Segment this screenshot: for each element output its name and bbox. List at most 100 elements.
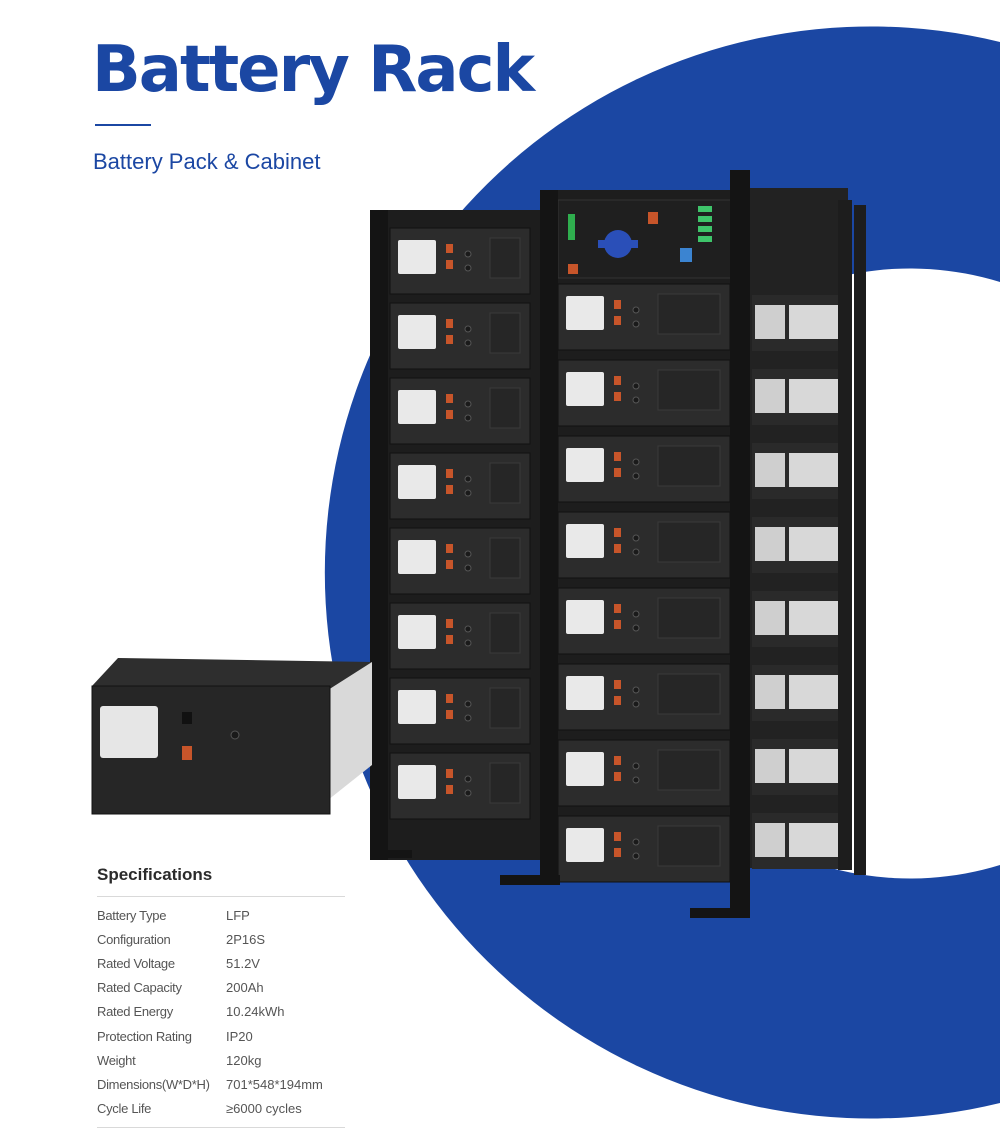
terminal-negative xyxy=(614,468,621,477)
module-cover xyxy=(489,237,521,279)
module-label-plate xyxy=(566,676,604,710)
module-connector xyxy=(464,400,472,408)
module-cover xyxy=(489,312,521,354)
side-module-face xyxy=(755,527,785,561)
rack-post xyxy=(730,170,750,915)
module-cover xyxy=(489,612,521,654)
title-underline xyxy=(95,124,151,126)
pack-label-plate xyxy=(100,706,158,758)
module-connector xyxy=(632,320,640,328)
module-connector xyxy=(464,789,472,797)
terminal-negative xyxy=(614,316,621,325)
battery-module xyxy=(557,435,731,503)
module-label-plate xyxy=(398,615,436,649)
module-connector xyxy=(464,639,472,647)
module-connector xyxy=(632,306,640,314)
terminal-negative xyxy=(446,485,453,494)
terminal-positive xyxy=(614,756,621,765)
module-connector xyxy=(632,776,640,784)
spec-value: 200Ah xyxy=(226,980,264,996)
module-label-plate xyxy=(398,540,436,574)
module-connector xyxy=(632,396,640,404)
panel-terminal xyxy=(568,264,578,274)
module-connector xyxy=(632,624,640,632)
spec-label: Configuration xyxy=(97,931,171,947)
module-connector xyxy=(464,625,472,633)
spec-label: Rated Capacity xyxy=(97,980,182,996)
pack-connector xyxy=(230,730,240,740)
spec-row: Dimensions(W*D*H) 701*548*194mm xyxy=(97,1072,345,1096)
pack-top xyxy=(92,658,372,690)
terminal-positive xyxy=(614,680,621,689)
rack-post xyxy=(370,210,388,860)
port-indicator xyxy=(698,206,712,212)
module-label-plate xyxy=(566,448,604,482)
spec-label: Cycle Life xyxy=(97,1101,152,1117)
module-connector xyxy=(632,838,640,846)
module-connector xyxy=(464,775,472,783)
port-indicator xyxy=(698,216,712,222)
module-cover xyxy=(657,673,721,715)
module-label-plate xyxy=(566,372,604,406)
module-connector xyxy=(464,550,472,558)
module-connector xyxy=(632,700,640,708)
rack-foot xyxy=(372,850,412,858)
panel-terminal xyxy=(648,212,658,224)
module-label-plate xyxy=(566,524,604,558)
terminal-positive xyxy=(446,769,453,778)
side-module-face xyxy=(755,675,785,709)
spec-label: Weight xyxy=(97,1052,136,1068)
battery-module xyxy=(557,511,731,579)
module-connector xyxy=(464,264,472,272)
spec-label: Dimensions(W*D*H) xyxy=(97,1076,210,1092)
battery-module xyxy=(389,302,531,370)
module-label-plate xyxy=(566,600,604,634)
terminal-negative xyxy=(446,410,453,419)
control-panel xyxy=(557,199,744,279)
blue-connector xyxy=(680,248,692,262)
battery-module xyxy=(557,359,731,427)
terminal-negative xyxy=(614,848,621,857)
terminal-positive xyxy=(446,469,453,478)
table-rule-top xyxy=(97,896,345,897)
module-label-plate xyxy=(566,296,604,330)
battery-rack-illustration xyxy=(91,170,866,918)
side-module-face xyxy=(755,453,785,487)
side-module-face xyxy=(789,601,841,635)
module-connector xyxy=(632,852,640,860)
module-connector xyxy=(464,250,472,258)
side-module-face xyxy=(789,527,841,561)
pack-terminal-negative xyxy=(182,712,192,724)
terminal-positive xyxy=(446,394,453,403)
module-connector xyxy=(464,475,472,483)
module-cover xyxy=(657,521,721,563)
module-cover xyxy=(657,597,721,639)
module-connector xyxy=(464,489,472,497)
side-module-face xyxy=(789,823,841,857)
pack-terminal-positive xyxy=(182,746,192,760)
page-subtitle: Battery Pack & Cabinet xyxy=(93,149,321,174)
rack-foot xyxy=(500,875,560,885)
battery-module xyxy=(389,377,531,445)
module-connector xyxy=(632,548,640,556)
side-module-face xyxy=(755,823,785,857)
spec-label: Battery Type xyxy=(97,907,167,923)
module-connector xyxy=(632,762,640,770)
side-module-face xyxy=(755,601,785,635)
terminal-positive xyxy=(614,452,621,461)
spec-value: 701*548*194mm xyxy=(226,1076,323,1092)
spec-label: Protection Rating xyxy=(97,1028,192,1044)
battery-module xyxy=(389,527,531,595)
module-connector xyxy=(464,339,472,347)
module-cover xyxy=(657,749,721,791)
terminal-negative xyxy=(446,710,453,719)
indicator-strip xyxy=(568,214,575,240)
battery-module xyxy=(557,663,731,731)
module-label-plate xyxy=(398,465,436,499)
battery-module xyxy=(557,739,731,807)
